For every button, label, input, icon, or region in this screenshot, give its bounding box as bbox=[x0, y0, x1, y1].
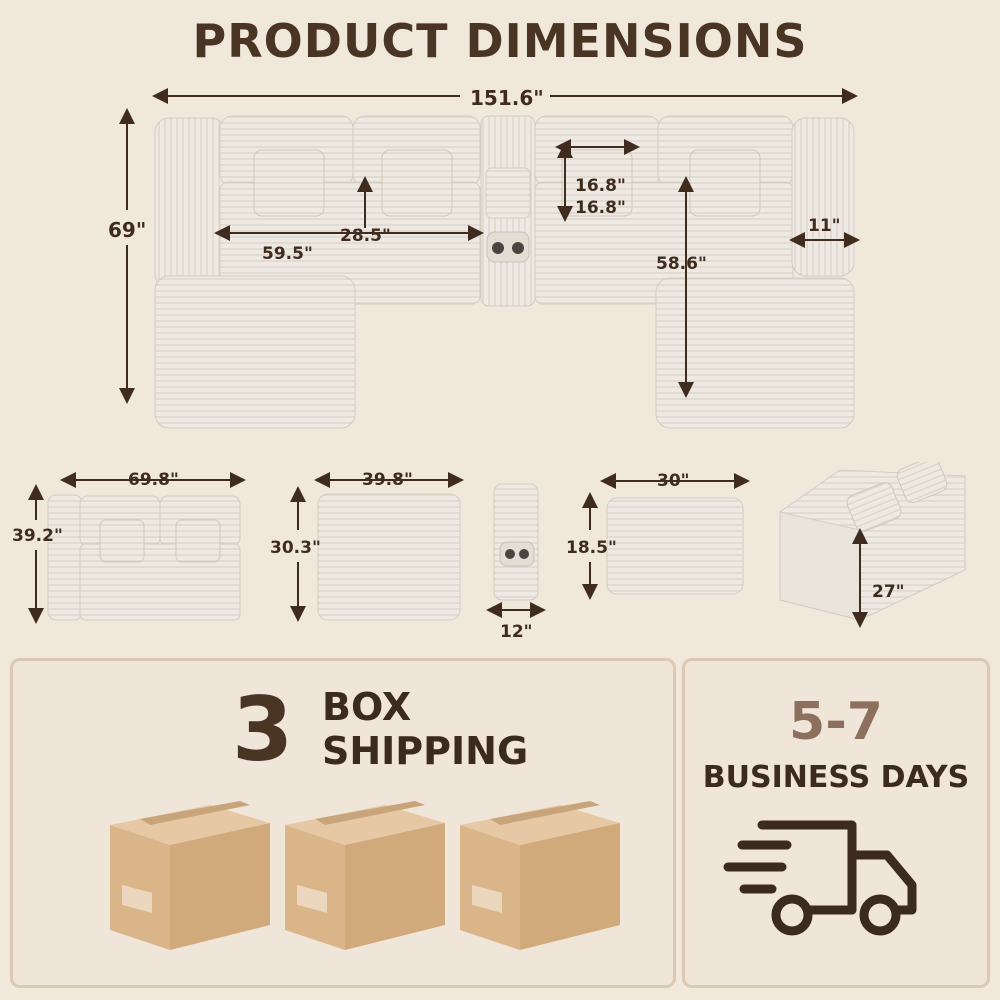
throw-pillow bbox=[253, 149, 325, 217]
loveseat-width-label: 59.5" bbox=[262, 244, 313, 264]
chaise-depth-label: 58.6" bbox=[656, 254, 707, 274]
shipping-line-1: BOX bbox=[322, 685, 412, 729]
cushion-width-label: 30" bbox=[657, 471, 690, 491]
throw-pillow bbox=[381, 149, 453, 217]
console-width-label: 12" bbox=[500, 622, 533, 642]
overall-width-label: 151.6" bbox=[470, 86, 544, 110]
pillow-width-label: 16.8" bbox=[575, 176, 626, 196]
module-width-label: 69.8" bbox=[128, 470, 179, 490]
delivery-truck-icon bbox=[723, 820, 917, 936]
delivery-days: 5-7 bbox=[789, 692, 883, 752]
left-arm bbox=[154, 117, 226, 289]
delivery-label: BUSINESS DAYS bbox=[702, 760, 970, 795]
box-icon bbox=[110, 801, 620, 950]
seat-width-label: 28.5" bbox=[340, 226, 391, 246]
modules-illustration bbox=[28, 462, 966, 628]
page-title: PRODUCT DIMENSIONS bbox=[192, 14, 808, 68]
ottoman-width-label: 39.8" bbox=[362, 470, 413, 490]
cushion-height-label: 18.5" bbox=[566, 538, 617, 558]
sofa-height-label: 27" bbox=[872, 582, 905, 602]
right-arm bbox=[791, 117, 855, 277]
cup-holder bbox=[486, 231, 530, 263]
throw-pillow bbox=[689, 149, 761, 217]
module-depth-label: 39.2" bbox=[12, 526, 63, 546]
shipping-line-2: SHIPPING bbox=[322, 729, 529, 773]
right-chaise bbox=[655, 277, 855, 429]
sectional-sofa-top-illustration bbox=[119, 88, 860, 429]
ottoman-depth-label: 30.3" bbox=[270, 538, 321, 558]
pillow-height-label: 16.8" bbox=[575, 198, 626, 218]
left-chaise bbox=[154, 275, 356, 429]
arm-width-label: 11" bbox=[808, 216, 841, 236]
box-count: 3 bbox=[232, 678, 294, 781]
overall-depth-label: 69" bbox=[108, 218, 147, 242]
